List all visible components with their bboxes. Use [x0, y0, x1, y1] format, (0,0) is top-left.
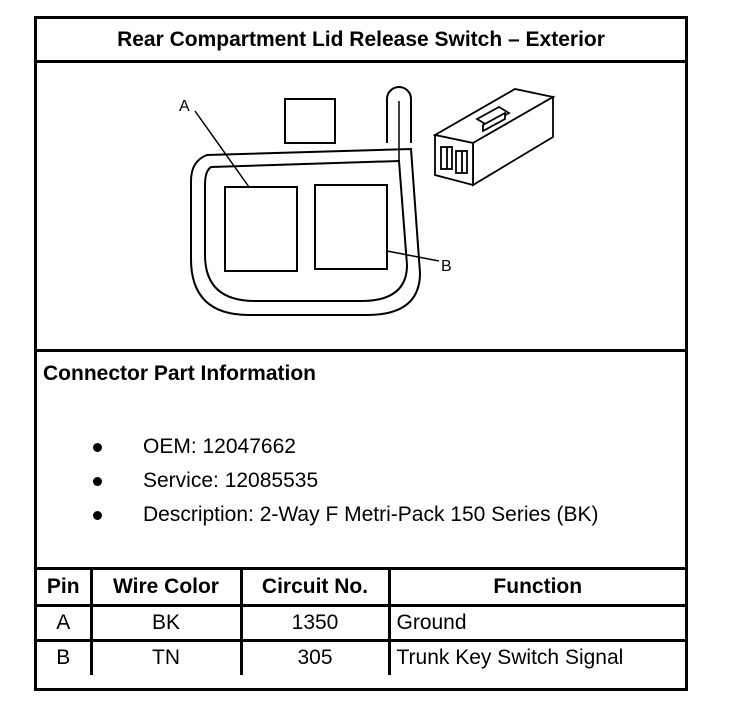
part-info-list: OEM: 12047662 Service: 12085535 Descript…	[89, 430, 599, 532]
list-item: OEM: 12047662	[89, 430, 599, 464]
bullet-icon	[93, 443, 102, 452]
pin-cell: A	[37, 603, 93, 642]
table-row: A BK 1350 Ground	[37, 603, 685, 642]
connector-part-information: Connector Part Information OEM: 12047662…	[37, 352, 685, 570]
table-header-row: Pin Wire Color Circuit No. Function	[37, 570, 685, 607]
connector-sheet: Rear Compartment Lid Release Switch – Ex…	[34, 16, 688, 691]
bullet-icon	[93, 511, 102, 520]
description: Description: 2-Way F Metri-Pack 150 Seri…	[143, 503, 599, 526]
info-heading: Connector Part Information	[43, 362, 317, 385]
cavity-b	[314, 184, 388, 270]
pin-label-b: B	[441, 258, 452, 275]
table-row: B TN 305 Trunk Key Switch Signal	[37, 638, 685, 675]
sheet-title: Rear Compartment Lid Release Switch – Ex…	[37, 19, 685, 63]
connector-face-drawing: A B	[179, 86, 556, 316]
service-number: Service: 12085535	[143, 469, 319, 492]
function-cell: Ground	[387, 603, 685, 642]
function-cell: Trunk Key Switch Signal	[387, 638, 685, 675]
list-item: Service: 12085535	[89, 464, 599, 498]
circuit-cell: 305	[239, 638, 391, 675]
latch-tab	[284, 98, 336, 144]
leader-b	[386, 250, 440, 262]
oem-number: OEM: 12047662	[143, 435, 296, 458]
bullet-icon	[93, 477, 102, 486]
pin-cell: B	[37, 638, 93, 675]
connector-diagram: A B	[37, 63, 685, 352]
header-pin: Pin	[37, 570, 93, 607]
header-function: Function	[387, 570, 685, 607]
wire-color-cell: TN	[89, 638, 243, 675]
cavity-a	[224, 186, 298, 272]
header-wire-color: Wire Color	[89, 570, 243, 607]
wire-color-cell: BK	[89, 603, 243, 642]
list-item: Description: 2-Way F Metri-Pack 150 Seri…	[89, 498, 599, 532]
leader-a	[194, 110, 250, 188]
header-circuit-no: Circuit No.	[239, 570, 391, 607]
pin-table: Pin Wire Color Circuit No. Function A BK…	[37, 570, 685, 675]
connector-body-inner	[204, 159, 409, 302]
pin-label-a: A	[179, 98, 190, 115]
connector-iso-view	[432, 88, 556, 187]
circuit-cell: 1350	[239, 603, 391, 642]
